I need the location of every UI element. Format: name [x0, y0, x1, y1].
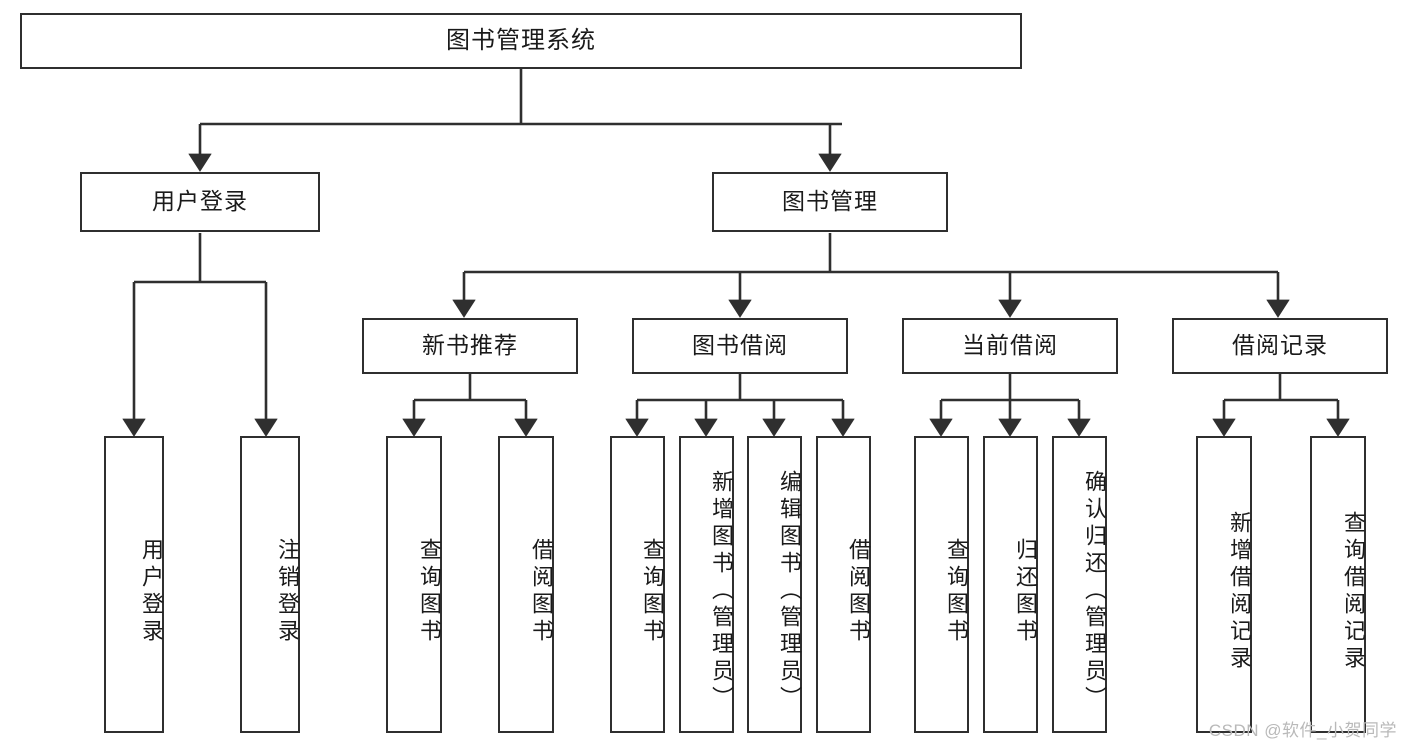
leaf-new-book-borrow-label: 借阅图书	[529, 537, 554, 646]
leaf-current-borrow-query-label: 查询图书	[944, 537, 969, 646]
node-root-system-label: 图书管理系统	[446, 26, 596, 54]
node-borrow-record[interactable]: 借阅记录	[1172, 318, 1388, 374]
leaf-user-login-logout-label: 注销登录	[275, 537, 300, 646]
leaf-borrow-record-add-label: 新增借阅记录	[1227, 510, 1252, 673]
csdn-watermark: CSDN @软件_小贺同学	[1208, 721, 1397, 740]
node-current-borrow[interactable]: 当前借阅	[902, 318, 1118, 374]
leaf-book-borrow-add-label: 新增图书（管理员）	[709, 470, 734, 713]
node-user-login[interactable]: 用户登录	[80, 172, 320, 232]
leaf-current-borrow-confirm-label: 确认归还（管理员）	[1082, 470, 1107, 713]
leaf-book-borrow-edit-label: 编辑图书（管理员）	[777, 470, 802, 713]
node-borrow-record-label: 借阅记录	[1232, 332, 1328, 359]
node-new-book-recommend[interactable]: 新书推荐	[362, 318, 578, 374]
node-new-book-recommend-label: 新书推荐	[422, 332, 518, 359]
leaf-book-borrow-edit[interactable]: 编辑图书（管理员）	[747, 436, 802, 733]
leaf-book-borrow-add[interactable]: 新增图书（管理员）	[679, 436, 734, 733]
leaf-book-borrow-query[interactable]: 查询图书	[610, 436, 665, 733]
leaf-current-borrow-query[interactable]: 查询图书	[914, 436, 969, 733]
leaf-borrow-record-add[interactable]: 新增借阅记录	[1196, 436, 1252, 733]
leaf-new-book-query[interactable]: 查询图书	[386, 436, 442, 733]
leaf-user-login-logout[interactable]: 注销登录	[240, 436, 300, 733]
node-book-borrow-label: 图书借阅	[692, 332, 788, 359]
node-book-borrow[interactable]: 图书借阅	[632, 318, 848, 374]
leaf-book-borrow-borrow-label: 借阅图书	[846, 537, 871, 646]
node-root-system[interactable]: 图书管理系统	[20, 13, 1022, 69]
leaf-current-borrow-confirm[interactable]: 确认归还（管理员）	[1052, 436, 1107, 733]
leaf-book-borrow-query-label: 查询图书	[640, 537, 665, 646]
leaf-current-borrow-return-label: 归还图书	[1013, 537, 1038, 646]
node-current-borrow-label: 当前借阅	[962, 332, 1058, 359]
leaf-borrow-record-query-label: 查询借阅记录	[1341, 510, 1366, 673]
node-book-management-label: 图书管理	[782, 188, 878, 215]
leaf-new-book-borrow[interactable]: 借阅图书	[498, 436, 554, 733]
leaf-user-login-login-label: 用户登录	[139, 537, 164, 646]
leaf-book-borrow-borrow[interactable]: 借阅图书	[816, 436, 871, 733]
leaf-new-book-query-label: 查询图书	[417, 537, 442, 646]
node-user-login-label: 用户登录	[152, 188, 248, 215]
leaf-current-borrow-return[interactable]: 归还图书	[983, 436, 1038, 733]
leaf-borrow-record-query[interactable]: 查询借阅记录	[1310, 436, 1366, 733]
leaf-user-login-login[interactable]: 用户登录	[104, 436, 164, 733]
node-book-management[interactable]: 图书管理	[712, 172, 948, 232]
